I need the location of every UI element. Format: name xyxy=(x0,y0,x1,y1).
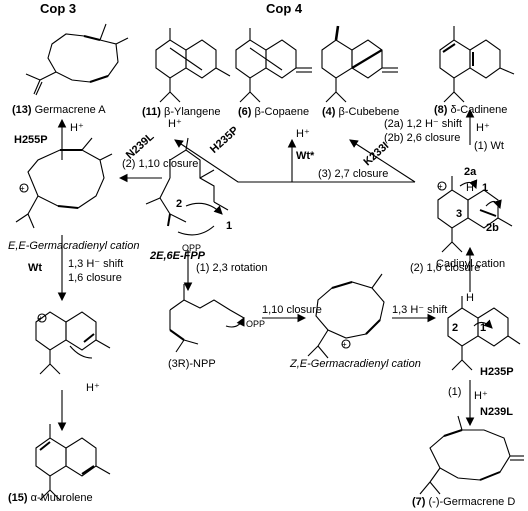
structure-cadinyl-precursor xyxy=(447,296,521,371)
label-step2b: (2b) 2,6 closure xyxy=(384,132,461,144)
structure-ze-germacradienyl xyxy=(307,273,385,359)
label-hplus-11: H⁺ xyxy=(168,118,182,130)
label-ze-cation: Z,E-Germacradienyl cation xyxy=(290,358,421,370)
compound-name: δ-Cadinene xyxy=(450,104,508,116)
compound-number: (6) xyxy=(238,106,252,118)
label-shift13: 1,3 H⁻ shift xyxy=(68,258,124,270)
label-fpp-c1: 1 xyxy=(226,220,233,232)
compound-number: (15) xyxy=(8,492,28,504)
label-h255p: H255P xyxy=(14,134,48,146)
label-ee-cation: E,E-Germacradienyl cation xyxy=(8,240,140,252)
structure-cadinene xyxy=(439,26,515,103)
label-ze-plus: + xyxy=(342,340,347,349)
compound-number: (4) xyxy=(322,106,336,118)
label-muurolyl-plus: + xyxy=(38,314,43,323)
label-step1-rotation: (1) 2,3 rotation xyxy=(196,262,268,274)
label-h235p-right: H235P xyxy=(480,366,514,378)
structure-germacrene-a xyxy=(25,23,129,96)
structure-germacrene-d xyxy=(419,415,524,495)
label-fpp-c2: 2 xyxy=(176,198,183,210)
label-cadinene: (8) δ-Cadinene xyxy=(434,104,507,117)
label-copaene: (6) β-Copaene xyxy=(238,106,309,119)
label-hplus-8: H⁺ xyxy=(476,122,490,134)
label-n239l-right: N239L xyxy=(480,406,514,418)
label-germacrene-a: (13) Germacrene A xyxy=(12,104,106,117)
label-closure16: 1,6 closure xyxy=(68,272,122,284)
label-cad-h: H xyxy=(466,292,474,304)
label-step1-right: (1) xyxy=(448,386,462,398)
label-cadinyl-cation: Cadinyl cation xyxy=(436,258,506,270)
header-cop4: Cop 4 xyxy=(266,1,303,16)
structure-cadinyl-cation xyxy=(437,176,513,253)
label-step2a: (2a) 1,2 H⁻ shift xyxy=(384,118,462,130)
label-cadinyl-3: 3 xyxy=(456,208,463,220)
label-step2-110: (2) 1,10 closure xyxy=(122,158,199,170)
label-opp-fpp: OPP xyxy=(182,243,202,253)
label-cadinyl-2a: 2a xyxy=(464,166,477,178)
label-cadinyl-2b: 2b xyxy=(486,222,499,234)
structure-npp xyxy=(169,284,245,353)
label-cad-c1: 1 xyxy=(480,322,487,334)
structure-muurolene xyxy=(35,424,111,501)
structure-fpp xyxy=(145,137,229,236)
label-ee-plus: + xyxy=(20,184,25,193)
compound-name: β-Cubebene xyxy=(338,106,400,118)
label-shift13b: 1,3 H⁻ shift xyxy=(392,304,448,316)
label-cadinyl-h: H xyxy=(466,182,474,194)
compound-number: (13) xyxy=(12,104,32,116)
label-step3: (3) 2,7 closure xyxy=(318,168,389,180)
compound-number: (7) xyxy=(412,496,426,508)
label-hplus-13: H⁺ xyxy=(70,122,84,134)
label-germacrene-d: (7) (-)-Germacrene D xyxy=(412,496,515,509)
label-npp: (3R)-NPP xyxy=(168,358,216,370)
compound-name: Germacrene A xyxy=(34,104,106,116)
label-cad-c2: 2 xyxy=(452,322,459,334)
structure-muurolyl-cation xyxy=(35,311,111,375)
label-muurolene: (15) α-Muurolene xyxy=(8,492,93,505)
compound-name: (-)-Germacrene D xyxy=(428,496,516,508)
label-wt-star: Wt* xyxy=(296,150,315,162)
label-hplus-15: H⁺ xyxy=(86,382,100,394)
compound-name: α-Muurolene xyxy=(30,492,93,504)
label-hplus-7: H⁺ xyxy=(474,390,488,402)
label-fpp: 2E,6E-FPP xyxy=(150,250,206,262)
structure-ylangene xyxy=(155,28,231,103)
label-closure110: 1,10 closure xyxy=(262,304,322,316)
structure-copaene xyxy=(235,28,312,103)
label-opp-npp: OPP xyxy=(246,319,266,329)
arrow-cop4-branch xyxy=(174,139,415,183)
compound-number: (11) xyxy=(142,106,161,118)
compound-number: (8) xyxy=(434,104,448,116)
label-ylangene: (11) β-Ylangene xyxy=(142,106,221,119)
label-hplus-6: H⁺ xyxy=(296,128,310,140)
label-wt-left: Wt xyxy=(28,262,43,274)
label-cadinyl-1: 1 xyxy=(482,182,489,194)
compound-name: β-Copaene xyxy=(254,106,310,118)
structure-cubebene xyxy=(321,25,398,103)
label-step1-wt: (1) Wt xyxy=(474,140,504,152)
structure-ee-germacradienyl xyxy=(15,137,113,229)
header-cop3: Cop 3 xyxy=(40,1,77,16)
arrow-cubebene xyxy=(349,139,416,183)
compound-name: β-Ylangene xyxy=(164,106,221,118)
label-cadinyl-plus: + xyxy=(438,182,443,191)
label-step2-16: (2) 1,6 closure xyxy=(410,262,481,274)
label-cubebene: (4) β-Cubebene xyxy=(322,106,399,119)
